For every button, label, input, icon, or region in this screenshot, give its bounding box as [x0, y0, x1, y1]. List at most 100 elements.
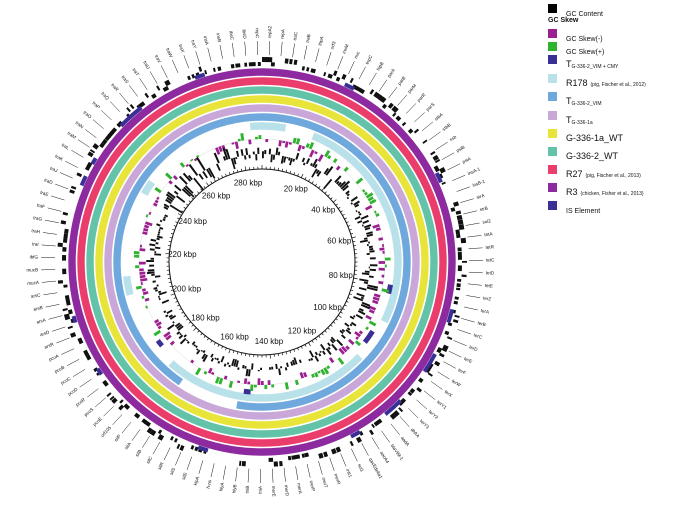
gene-box — [456, 287, 461, 291]
gene-label: strA — [476, 193, 486, 200]
ruler-minor-tick — [318, 335, 321, 338]
gene-box — [279, 460, 283, 467]
gc-skew-positive-bar — [135, 265, 140, 269]
gene-box — [89, 149, 96, 154]
ruler-minor-tick — [181, 311, 184, 314]
gene-label: repC — [255, 28, 260, 39]
gene-label: mucB — [26, 267, 38, 272]
gc-skew-negative-bar — [335, 165, 341, 171]
gene-label: ibfG — [30, 254, 39, 259]
gene-label: psiB — [455, 144, 465, 153]
gene-box — [217, 66, 222, 71]
gc-skew-negative-bar — [142, 291, 149, 296]
gc-content-bar — [156, 237, 160, 241]
gene-leader-line — [466, 295, 481, 298]
gene-leader-line — [306, 463, 311, 478]
gene-label: merP — [309, 480, 316, 492]
gene-leader-line — [222, 465, 226, 480]
gc-content-bar — [162, 218, 166, 222]
gene-box — [359, 88, 366, 95]
gene-label: traV — [154, 54, 163, 65]
gene-box — [101, 138, 108, 145]
gene-label: arsC — [30, 292, 41, 298]
gene-leader-line — [414, 112, 425, 123]
gc-content-bar — [349, 323, 353, 327]
gene-box — [126, 107, 131, 113]
gc-skew-negative-bar — [142, 231, 148, 236]
gene-box — [301, 66, 306, 71]
gene-box — [170, 436, 174, 441]
gc-skew-negative-bar — [190, 359, 195, 364]
gene-box — [157, 429, 163, 435]
ruler-minor-tick — [344, 217, 347, 220]
gene-box — [293, 59, 298, 66]
gene-leader-line — [283, 467, 286, 482]
ruler-minor-tick — [197, 191, 200, 194]
gc-content-bar — [157, 295, 161, 299]
ruler-minor-tick — [311, 340, 314, 343]
ruler-minor-tick — [327, 327, 330, 330]
gc-content-bar — [167, 191, 176, 199]
gc-skew-negative-bar — [372, 299, 379, 305]
gc-content-bar — [257, 147, 260, 155]
ruler-minor-tick — [173, 225, 177, 227]
gc-content-bar — [336, 339, 344, 347]
gene-label: traM — [67, 131, 78, 140]
gene-leader-line — [416, 399, 428, 410]
ruler-minor-tick — [203, 335, 206, 338]
gene-box — [289, 58, 293, 65]
gene-box — [457, 251, 462, 257]
legend-item-t-g-336-2-vim-cmy: TG-336-2_VIM + CMY — [548, 55, 684, 74]
gene-leader-line — [244, 41, 247, 56]
gc-content-bar — [369, 257, 376, 260]
gc-content-bar — [182, 172, 192, 182]
gc-skew-negative-bar — [154, 319, 160, 324]
gene-label: insA-1 — [467, 166, 481, 176]
gene-leader-line — [468, 247, 483, 249]
gc-skew-positive-bar — [203, 370, 208, 375]
gene-leader-line — [361, 443, 369, 456]
ruler-minor-tick — [351, 285, 355, 288]
gene-box — [301, 453, 305, 458]
gc-content-bar — [153, 287, 158, 290]
ruler-minor-tick — [188, 200, 191, 203]
gc-content-bar — [369, 250, 375, 253]
gc-content-bar — [278, 368, 282, 376]
gene-label: silA — [124, 441, 133, 451]
gene-box — [63, 313, 71, 321]
gc-skew-negative-bar — [140, 281, 143, 286]
gene-box — [439, 167, 446, 174]
ruler-minor-tick — [340, 210, 343, 213]
gene-label: parA — [386, 67, 396, 79]
gc-content-bar — [196, 349, 201, 355]
gc-skew-negative-bar — [139, 271, 146, 275]
ruler-minor-tick — [236, 169, 239, 173]
gene-box — [407, 391, 413, 397]
ruler-minor-tick — [183, 315, 187, 318]
gc-skew-positive-bar — [332, 158, 338, 164]
gene-label: insB-1 — [472, 179, 486, 188]
gene-box — [238, 460, 242, 466]
gc-content-bar — [163, 206, 169, 210]
gene-box — [427, 372, 433, 377]
ruler-label: 40 kbp — [311, 206, 336, 215]
gene-box — [119, 399, 124, 404]
gc-skew-positive-bar — [320, 368, 326, 376]
legend-swatch — [548, 201, 557, 210]
gc-content-bar — [163, 216, 167, 219]
gene-box — [456, 233, 461, 239]
gene-box — [461, 274, 467, 278]
gc-skew-positive-bar — [214, 376, 220, 384]
gc-skew-negative-bar — [215, 147, 221, 155]
gene-box — [156, 85, 161, 91]
gene-box — [67, 325, 74, 330]
gc-skew-negative-bar — [379, 247, 385, 251]
gc-content-bar — [223, 363, 227, 367]
ruler-minor-tick — [172, 229, 175, 231]
ruler-minor-tick — [349, 293, 352, 295]
is-element-mark — [155, 339, 164, 348]
gene-label: traC — [292, 31, 298, 41]
gene-label: traW — [165, 47, 174, 58]
gene-leader-line — [163, 447, 171, 461]
ruler-major-tick — [333, 199, 337, 203]
